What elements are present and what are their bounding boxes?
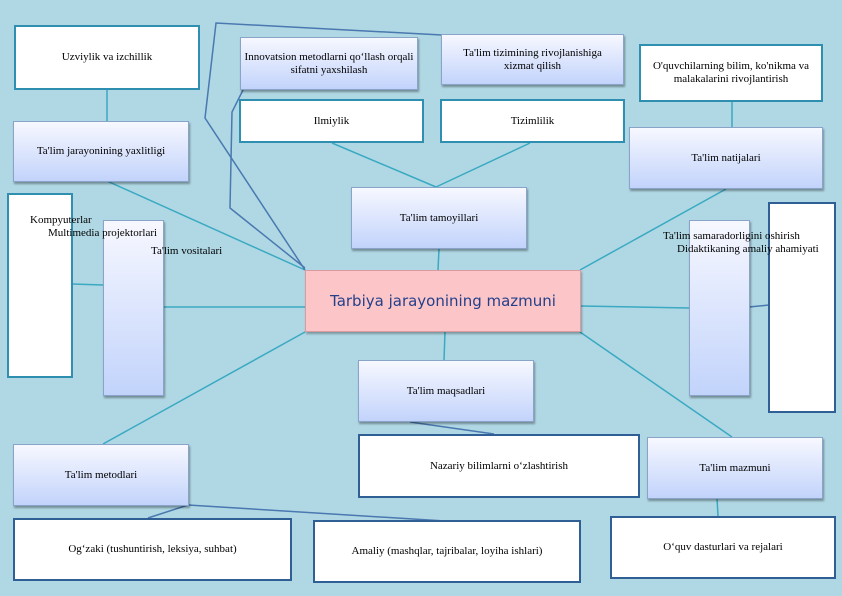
node-metodlari: Ta'lim metodlari <box>13 444 189 506</box>
label-multimedia: Multimedia projektorlari <box>48 227 158 239</box>
center-node: Tarbiya jarayonining mazmuni <box>305 270 581 332</box>
node-mazmuni: Ta'lim mazmuni <box>647 437 823 499</box>
node-samaradorlik-box <box>689 220 750 396</box>
node-nazariy: Nazariy bilimlarni o‘zlashtirish <box>358 434 640 498</box>
node-bilim: O'quvchilarning bilim, ko'nikma va malak… <box>639 44 823 102</box>
node-dasturlar: O‘quv dasturlari va rejalari <box>610 516 836 579</box>
node-tamoyillari: Ta'lim tamoyillari <box>351 187 527 249</box>
node-kompyuter-box <box>7 193 73 378</box>
node-tizimlilik: Tizimlilik <box>440 99 625 143</box>
node-ilmiylik: Ilmiylik <box>239 99 424 143</box>
label-kompyuter: Kompyuterlar <box>30 214 92 226</box>
node-natijalari: Ta'lim natijalari <box>629 127 823 189</box>
label-didaktik: Didaktikaning amaliy ahamiyati <box>677 243 819 255</box>
node-rivojlanish: Ta'lim tizimining rivojlanishiga xizmat … <box>441 34 624 85</box>
node-innovatsion: Innovatsion metodlarni qo‘llash orqali s… <box>240 37 418 90</box>
node-maqsadlari: Ta'lim maqsadlari <box>358 360 534 422</box>
node-uzviylik: Uzviylik va izchillik <box>14 25 200 90</box>
node-ogzaki: Og‘zaki (tushuntirish, leksiya, suhbat) <box>13 518 292 581</box>
label-vositalari: Ta'lim vositalari <box>151 245 223 257</box>
node-vositalari-box <box>103 220 164 396</box>
node-yaxlitligi: Ta'lim jarayonining yaxlitligi <box>13 121 189 182</box>
label-samaradorlik: Ta'lim samaradorligini oshirish <box>663 230 800 242</box>
node-amaliy: Amaliy (mashqlar, tajribalar, loyiha ish… <box>313 520 581 583</box>
node-didaktik-box <box>768 202 836 413</box>
